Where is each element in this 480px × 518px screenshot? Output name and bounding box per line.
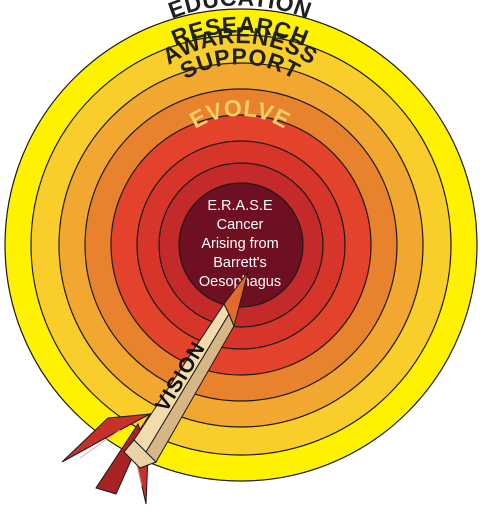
- bullseye: [178, 182, 304, 308]
- center-line-3: Arising from: [201, 236, 278, 252]
- dart-fin-upper: [61, 413, 151, 463]
- target-rings: [4, 8, 478, 482]
- dart: [61, 271, 249, 505]
- dart-nock: [123, 439, 157, 469]
- center-line-2: Cancer: [217, 217, 264, 233]
- center-line-1: E.R.A.S.E: [207, 198, 273, 214]
- center-line-4: Barrett's: [213, 255, 267, 271]
- center-text: E.R.A.S.E Cancer Arising from Barrett's …: [199, 198, 281, 290]
- dart-tip: [223, 271, 249, 328]
